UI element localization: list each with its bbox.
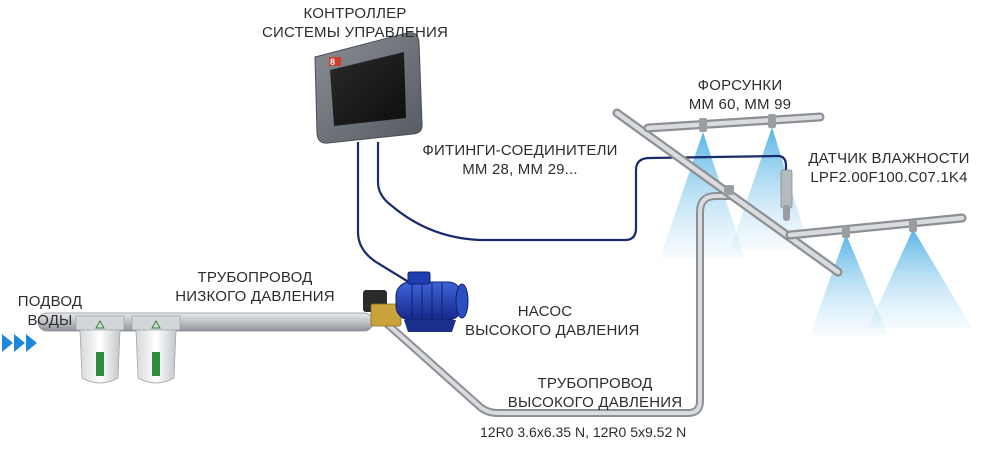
label-fittings: ФИТИНГИ-СОЕДИНИТЕЛИ ММ 28, ММ 29... [400,141,640,179]
high-pressure-pipe [381,192,734,417]
control-cables [356,142,788,293]
cable-to-pump [356,142,426,293]
label-humidity-sensor-line1: ДАТЧИК ВЛАЖНОСТИ [808,150,970,167]
label-high-pressure-pipe-line2: ВЫСОКОГО ДАВЛЕНИЯ [507,394,683,411]
label-controller-line1: КОНТРОЛЛЕР [303,5,407,22]
mist-sprays [660,127,972,335]
mist-spray [660,132,745,258]
nozzle [699,118,707,132]
label-high-pressure-pipe: ТРУБОПРОВОД ВЫСОКОГО ДАВЛЕНИЯ [495,374,695,412]
mist-spray [730,127,810,250]
label-pump-line1: НАСОС [517,303,573,320]
label-pump: НАСОС ВЫСОКОГО ДАВЛЕНИЯ [465,302,640,340]
nozzles [699,114,917,238]
nozzle [768,114,776,128]
water-inlet-arrows [2,334,37,352]
label-water-inlet-line1: ПОДВОД [17,293,83,310]
label-nozzles: ФОРСУНКИ ММ 60, ММ 99 [660,76,820,114]
label-controller-line2: СИСТЕМЫ УПРАВЛЕНИЯ [261,24,449,41]
mist-spray [810,234,888,335]
label-fittings-line2: ММ 28, ММ 29... [462,161,578,178]
arrow-icon [14,334,25,352]
label-water-inlet-line2: ВОДЫ [27,312,73,329]
controller-device: 8 [314,32,423,144]
label-nozzles-line2: ММ 60, ММ 99 [688,96,792,113]
label-high-pressure-pipe-line1: ТРУБОПРОВОД [537,375,653,392]
humidity-sensor [780,169,793,221]
arrow-icon [26,334,37,352]
label-low-pressure-pipe-line2: НИЗКОГО ДАВЛЕНИЯ [175,288,335,305]
controller-led: 8 [330,57,335,67]
water-filter [75,315,125,384]
label-water-inlet: ПОДВОД ВОДЫ [0,292,100,330]
nozzle [842,226,850,238]
arrow-icon [2,334,13,352]
label-fittings-line1: ФИТИНГИ-СОЕДИНИТЕЛИ [422,142,618,159]
cable-to-sensor [376,142,788,242]
high-pressure-pump [363,271,469,332]
label-low-pressure-pipe-line1: ТРУБОПРОВОД [197,269,313,286]
label-pump-line2: ВЫСОКОГО ДАВЛЕНИЯ [465,322,640,339]
fitting [724,185,734,195]
water-filter [131,315,181,384]
label-pipe-spec: 12R0 3.6x6.35 N, 12R0 5x9.52 N [480,424,687,440]
label-nozzles-line1: ФОРСУНКИ [697,77,783,94]
mist-spray [868,229,972,328]
label-humidity-sensor-line2: LPF2.00F100.C07.1K4 [810,169,968,186]
label-controller: КОНТРОЛЛЕР СИСТЕМЫ УПРАВЛЕНИЯ [245,4,465,42]
label-low-pressure-pipe: ТРУБОПРОВОД НИЗКОГО ДАВЛЕНИЯ [155,268,355,306]
nozzle [909,220,917,232]
label-humidity-sensor: ДАТЧИК ВЛАЖНОСТИ LPF2.00F100.C07.1K4 [800,149,978,187]
